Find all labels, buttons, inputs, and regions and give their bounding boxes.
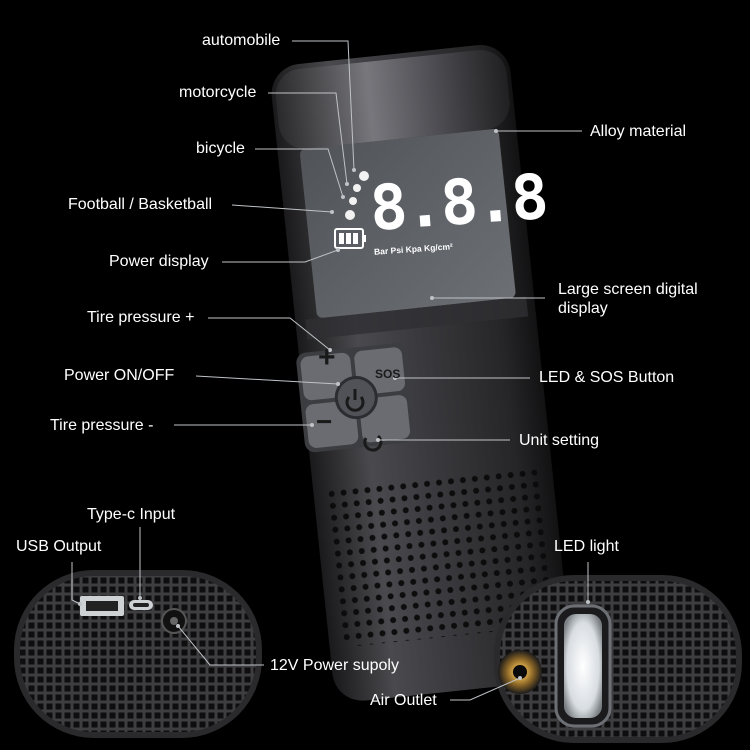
automobile-icon: [359, 171, 369, 181]
leader-lines: [71, 40, 589, 701]
label-power-display: Power display: [109, 253, 209, 270]
label-unit-setting: Unit setting: [519, 432, 600, 449]
pump-device: [271, 45, 572, 701]
power-icon: [345, 389, 365, 412]
screen-panel: [300, 129, 516, 318]
ball-icon: [345, 210, 355, 220]
label-tire-minus: Tire pressure -: [50, 417, 154, 434]
label-led-light: LED light: [554, 538, 619, 555]
pressure-readout: 8.8.8: [367, 159, 549, 246]
keypad: [296, 343, 415, 453]
label-usb: USB Output: [16, 538, 102, 555]
device-top-cap: [275, 50, 510, 149]
bicycle-icon: [349, 197, 357, 205]
label-typec: Type-c Input: [87, 506, 176, 523]
plus-label[interactable]: +: [318, 341, 336, 374]
label-tire-plus: Tire pressure +: [87, 309, 195, 326]
label-alloy: Alloy material: [590, 123, 687, 140]
label-ball: Football / Basketball: [68, 196, 213, 213]
vehicle-icons: [345, 171, 369, 220]
label-large-screen: Large screen digital display: [558, 280, 698, 318]
label-bicycle: bicycle: [196, 140, 245, 157]
label-power-onoff: Power ON/OFF: [64, 367, 175, 384]
label-air-outlet: Air Outlet: [370, 692, 437, 709]
speaker-grille: [328, 467, 553, 647]
label-large-screen-line2: display: [558, 300, 608, 317]
motorcycle-icon: [353, 184, 361, 192]
label-large-screen-line1: Large screen digital: [558, 281, 698, 298]
bottom-end-view: [14, 570, 262, 738]
minus-label[interactable]: −: [316, 406, 333, 437]
battery-icon: [334, 228, 366, 249]
top-end-view: [494, 575, 742, 743]
label-led-sos: LED & SOS Button: [539, 369, 675, 386]
label-power-supply: 12V Power supoly: [270, 657, 399, 674]
sos-label[interactable]: SOS: [375, 367, 401, 381]
label-automobile: automobile: [202, 32, 281, 49]
label-motorcycle: motorcycle: [179, 84, 257, 101]
